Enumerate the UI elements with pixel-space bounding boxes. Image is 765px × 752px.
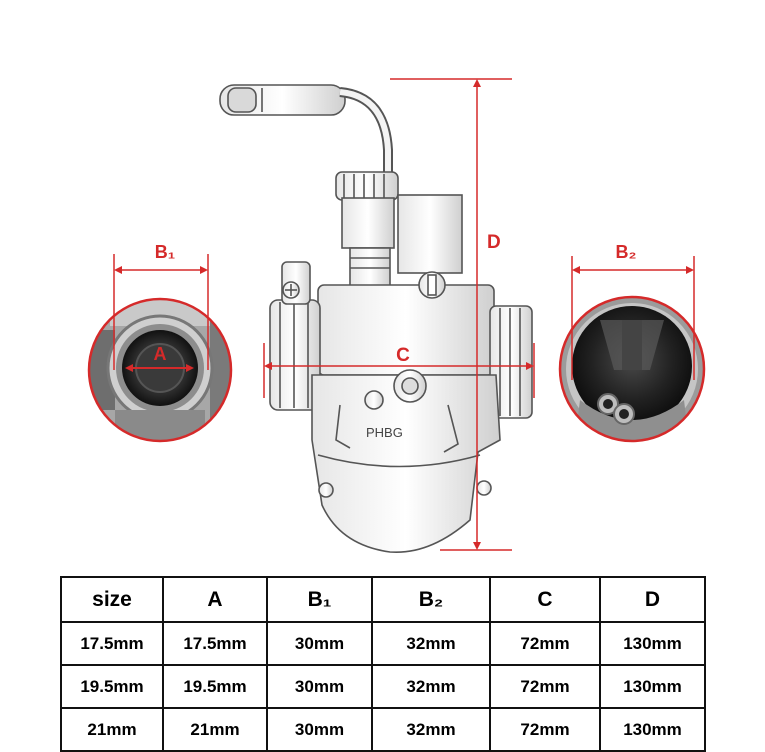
dimension-d: D <box>390 78 512 551</box>
header-b2: B₂ <box>371 576 491 623</box>
cell-b2: 32mm <box>371 707 491 752</box>
header-size: size <box>60 576 164 623</box>
cell-size: 21mm <box>60 707 164 752</box>
dimension-b2: B₂ <box>571 242 695 380</box>
label-c: C <box>396 345 410 366</box>
cell-b2: 32mm <box>371 621 491 666</box>
label-b2: B₂ <box>616 242 637 262</box>
cell-a: 19.5mm <box>162 664 268 709</box>
header-d: D <box>599 576 706 623</box>
cell-b1: 30mm <box>266 621 373 666</box>
size-specification-table: size A B₁ B₂ C D 17.5mm 17.5mm 30mm 32mm… <box>60 576 706 752</box>
header-c: C <box>489 576 601 623</box>
cell-d: 130mm <box>599 621 706 666</box>
header-a: A <box>162 576 268 623</box>
cell-b2: 32mm <box>371 664 491 709</box>
header-b1: B₁ <box>266 576 373 623</box>
model-stamp: PHBG <box>366 425 403 440</box>
carburetor-illustration <box>219 84 533 554</box>
cell-c: 72mm <box>489 621 601 666</box>
dimension-c: C <box>263 343 535 398</box>
dimension-a: A <box>125 344 194 372</box>
inlet-detail-view <box>87 297 233 443</box>
cell-d: 130mm <box>599 707 706 752</box>
table-row: 17.5mm 17.5mm 30mm 32mm 72mm 130mm <box>60 621 706 666</box>
dimension-b1: B₁ <box>113 242 209 370</box>
label-d: D <box>487 232 501 253</box>
label-a: A <box>154 344 167 364</box>
cell-a: 17.5mm <box>162 621 268 666</box>
label-b1: B₁ <box>155 242 175 262</box>
carburetor-dimension-diagram: B₁ A B₂ <box>87 78 706 554</box>
cell-b1: 30mm <box>266 707 373 752</box>
cell-a: 21mm <box>162 707 268 752</box>
cell-size: 19.5mm <box>60 664 164 709</box>
outlet-detail-view <box>558 295 706 443</box>
table-header-row: size A B₁ B₂ C D <box>60 576 706 623</box>
cell-c: 72mm <box>489 664 601 709</box>
table-row: 19.5mm 19.5mm 30mm 32mm 72mm 130mm <box>60 664 706 709</box>
cell-b1: 30mm <box>266 664 373 709</box>
cell-size: 17.5mm <box>60 621 164 666</box>
cell-d: 130mm <box>599 664 706 709</box>
table-row: 21mm 21mm 30mm 32mm 72mm 130mm <box>60 707 706 752</box>
cell-c: 72mm <box>489 707 601 752</box>
